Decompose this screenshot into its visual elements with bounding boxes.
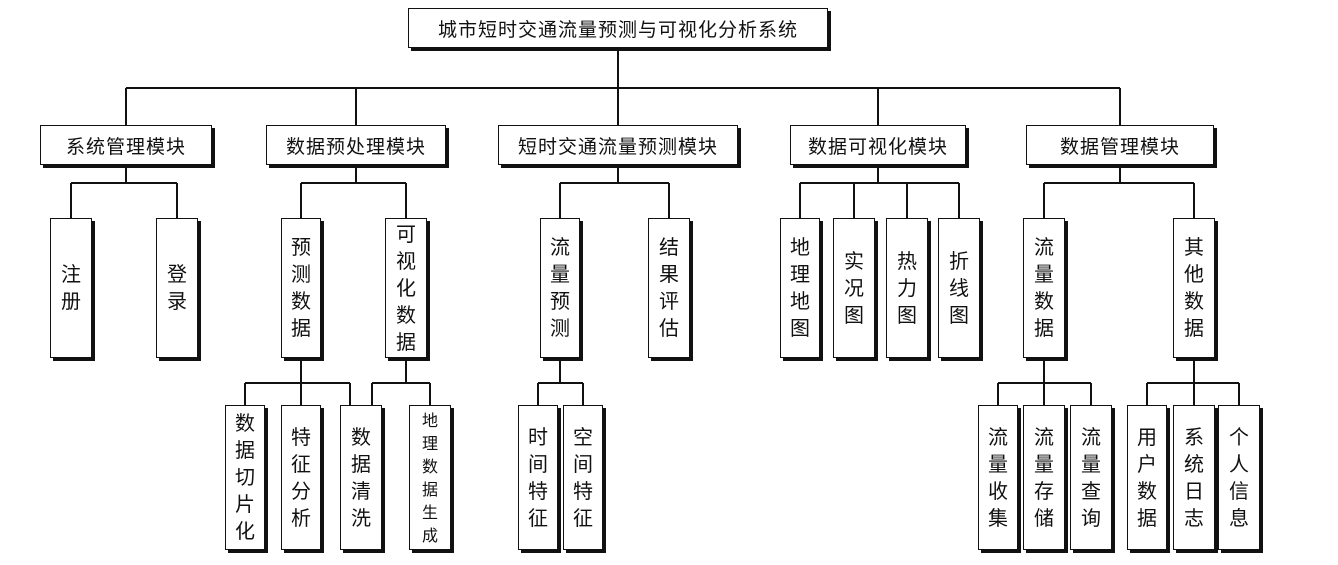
node-feature-analysis: 特征分析 [281, 405, 321, 550]
node-label: 注册 [61, 262, 81, 313]
root-node: 城市短时交通流量预测与可视化分析系统 [408, 8, 828, 48]
module-label: 数据管理模块 [1059, 135, 1180, 158]
node-visualization-data: 可视化数据 [385, 218, 427, 358]
node-label: 结果评估 [659, 235, 679, 340]
node-label: 流量收集 [988, 424, 1008, 530]
node-label: 数据切片化 [235, 411, 255, 543]
node-flow-query: 流量查询 [1070, 405, 1112, 550]
module-label: 数据预处理模块 [285, 135, 426, 158]
node-flow-collection: 流量收集 [978, 405, 1018, 550]
node-label: 系统日志 [1184, 424, 1204, 530]
module-data-preprocessing: 数据预处理模块 [266, 125, 446, 165]
node-label: 数据清洗 [351, 424, 371, 530]
node-label: 预测数据 [291, 235, 311, 340]
node-label: 特征分析 [291, 424, 311, 530]
node-label: 时间特征 [528, 424, 548, 530]
node-line-chart: 折线图 [938, 218, 980, 358]
module-label: 数据可视化模块 [807, 135, 948, 158]
node-label: 热力图 [897, 248, 917, 327]
node-label: 地理地图 [790, 235, 810, 340]
node-label: 用户数据 [1137, 424, 1157, 530]
node-flow-storage: 流量存储 [1023, 405, 1065, 550]
node-label: 实况图 [844, 248, 864, 327]
root-title: 城市短时交通流量预测与可视化分析系统 [437, 18, 798, 41]
node-label: 空间特征 [573, 424, 593, 530]
node-user-data: 用户数据 [1127, 405, 1167, 550]
node-label: 地理数据生成 [421, 410, 438, 545]
node-spatial-features: 空间特征 [563, 405, 603, 550]
node-register: 注册 [50, 218, 92, 358]
node-label: 流量存储 [1034, 424, 1054, 530]
node-label: 流量数据 [1034, 235, 1054, 340]
node-label: 可视化数据 [396, 221, 416, 354]
node-heatmap: 热力图 [886, 218, 928, 358]
node-flow-prediction: 流量预测 [540, 218, 580, 358]
node-system-log: 系统日志 [1173, 405, 1215, 550]
module-data-visualization: 数据可视化模块 [790, 125, 966, 165]
node-label: 登录 [167, 262, 187, 313]
node-live-view: 实况图 [833, 218, 875, 358]
node-personal-info: 个人信息 [1218, 405, 1260, 550]
node-login: 登录 [156, 218, 198, 358]
node-result-evaluation: 结果评估 [648, 218, 690, 358]
node-prediction-data: 预测数据 [281, 218, 321, 358]
node-geo-data-generation: 地理数据生成 [409, 405, 451, 550]
node-label: 流量查询 [1081, 424, 1101, 530]
node-label: 其他数据 [1184, 235, 1204, 340]
module-traffic-prediction: 短时交通流量预测模块 [498, 125, 738, 165]
node-other-data: 其他数据 [1173, 218, 1215, 358]
node-data-cleaning: 数据清洗 [340, 405, 382, 550]
node-label: 折线图 [949, 248, 969, 327]
node-flow-data: 流量数据 [1023, 218, 1065, 358]
module-system-management: 系统管理模块 [40, 125, 212, 165]
node-label: 流量预测 [550, 235, 570, 340]
node-label: 个人信息 [1229, 424, 1249, 530]
node-temporal-features: 时间特征 [518, 405, 558, 550]
module-label: 短时交通流量预测模块 [517, 135, 718, 158]
node-data-slicing: 数据切片化 [225, 405, 265, 550]
module-data-management: 数据管理模块 [1026, 125, 1214, 165]
node-geo-map: 地理地图 [780, 218, 820, 358]
module-label: 系统管理模块 [65, 135, 186, 158]
